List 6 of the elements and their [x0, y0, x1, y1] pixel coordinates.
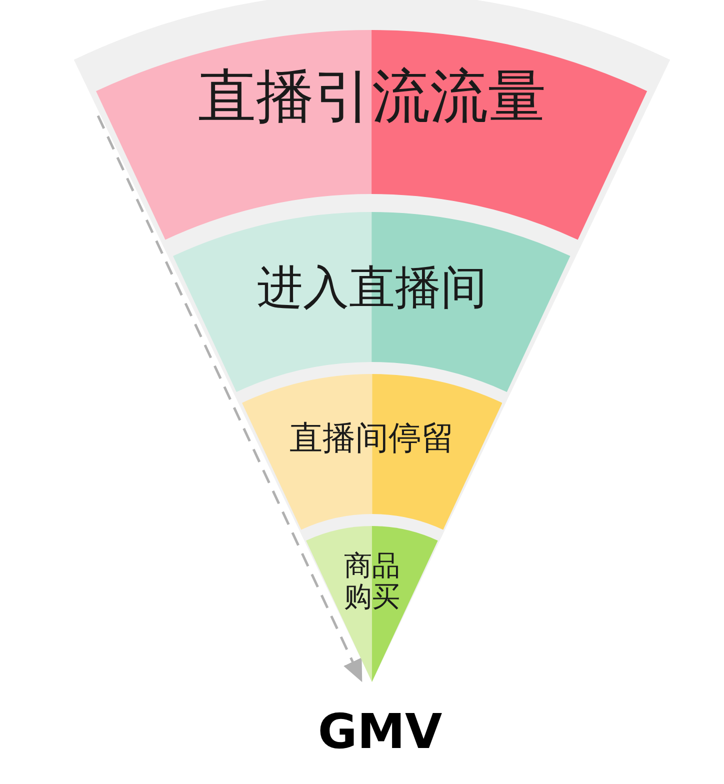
result-label: GMV	[318, 708, 442, 756]
band-label: 直播间停留	[289, 420, 454, 456]
band-label: 直播引流流量	[198, 65, 546, 129]
dashed-arrow	[96, 115, 362, 682]
band-label: 商品购买	[342, 551, 401, 613]
band-label: 进入直播间	[256, 262, 487, 313]
